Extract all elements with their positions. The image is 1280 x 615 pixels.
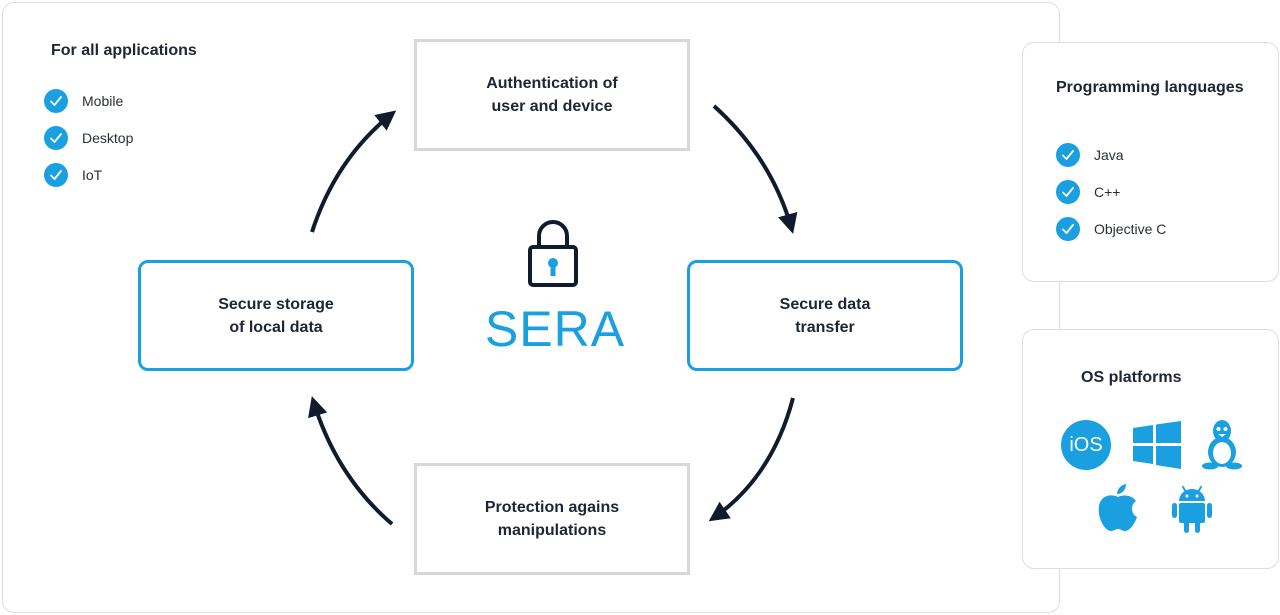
arrow-top-to-right	[712, 104, 798, 234]
list-item-label: Desktop	[82, 130, 134, 146]
ios-label: iOS	[1069, 433, 1103, 456]
languages-heading: Programming languages	[1056, 79, 1244, 96]
cycle-arrows	[308, 104, 798, 526]
secure-storage-box: Secure storage of local data	[138, 260, 414, 371]
list-item: Java	[1056, 142, 1124, 168]
list-item-label: IoT	[82, 167, 103, 183]
check-icon	[1056, 217, 1080, 241]
list-item: IoT	[44, 162, 102, 188]
check-icon	[44, 126, 68, 150]
list-item: Desktop	[44, 125, 133, 151]
list-item: Objective C	[1056, 216, 1166, 242]
apple-icon	[1098, 484, 1137, 531]
ios-icon: iOS	[1061, 420, 1111, 470]
arrow-left-to-top	[310, 110, 397, 233]
check-icon	[44, 163, 68, 187]
list-item-label: C++	[1094, 184, 1121, 200]
list-item-label: Java	[1094, 147, 1124, 163]
secure-transfer-label: Secure data transfer	[779, 295, 871, 336]
list-item-label: Objective C	[1094, 221, 1167, 237]
check-icon	[1056, 143, 1080, 167]
secure-storage-label: Secure storage of local data	[218, 295, 334, 336]
list-item: C++	[1056, 179, 1120, 205]
list-item-label: Mobile	[82, 93, 124, 109]
authentication-box: Authentication of user and device	[414, 39, 690, 151]
lock-icon	[528, 220, 578, 287]
protection-label: Protection agains manipulations	[484, 499, 620, 539]
sera-title: SERA	[484, 301, 626, 357]
android-icon	[1172, 486, 1212, 533]
applications-heading: For all applications	[51, 42, 197, 59]
protection-box: Protection agains manipulations	[414, 463, 690, 575]
check-icon	[44, 89, 68, 113]
linux-icon	[1202, 420, 1242, 470]
list-item: Mobile	[44, 88, 123, 114]
arrow-right-to-bottom	[708, 397, 795, 522]
authentication-label: Authentication of user and device	[486, 75, 618, 115]
os-heading: OS platforms	[1081, 369, 1182, 386]
check-icon	[1056, 180, 1080, 204]
windows-icon	[1133, 421, 1181, 469]
secure-transfer-box: Secure data transfer	[687, 260, 963, 371]
arrow-bottom-to-left	[308, 396, 394, 526]
